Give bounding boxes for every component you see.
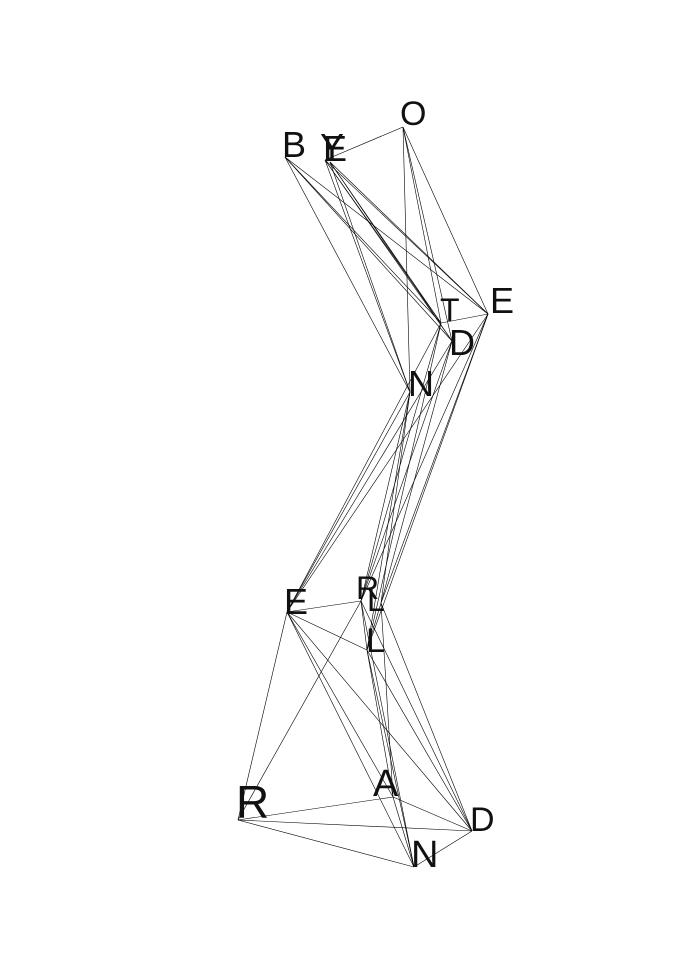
graph-edge [360,340,453,602]
graph-edge [329,161,489,315]
node-label: B [282,124,306,165]
graph-edge [286,313,489,613]
graph-edge [392,796,473,832]
graph-edge [366,602,382,651]
graph-edge [380,602,473,832]
graph-edge [286,600,362,613]
graph-edge [380,313,489,604]
graph-edge [360,600,415,868]
graph-edge [440,313,489,324]
graph-edge [392,796,415,868]
graph-edge [366,649,415,868]
graph-edge [284,156,489,315]
node-label: E [323,128,347,169]
graph-edge [402,126,489,315]
graph-edge [324,126,404,161]
graph-edge [402,126,442,324]
node-label: R [236,776,269,828]
graph-edge [237,819,473,832]
node-label: D [449,322,475,363]
graph-edge [324,159,489,315]
graph-edge [360,322,442,602]
graph-edge [380,602,394,798]
node-label: N [408,363,434,404]
node-label: L [367,582,385,618]
graph-edge [286,611,368,651]
graph-edge [402,126,453,342]
graph-edge [284,156,411,393]
graph-edge [329,161,411,393]
graph-edge [284,156,442,324]
graph-edge [284,156,453,342]
graph-edge [237,796,394,821]
node-label: R [356,570,379,606]
node-label: Y [320,126,344,167]
graph-edge [380,391,411,604]
graph-edge [237,819,415,868]
graph-edge [413,830,473,868]
graph-edge [360,313,489,602]
graph-edge [237,611,288,821]
node-label: T [440,292,460,328]
node-label: D [470,801,495,839]
node-label: A [373,763,399,805]
node-label: N [411,834,438,876]
graph-edge [366,649,473,832]
graph-edge [286,322,442,613]
graph-edge [402,126,411,393]
graph-edge [366,391,411,651]
graph-edge [286,611,415,868]
graph-edge [237,600,362,821]
graph-edge [360,391,411,602]
graph-edges [237,126,489,868]
graph-edge [366,649,394,798]
node-label: L [366,622,385,660]
node-label: O [400,95,426,133]
graph-edge [324,159,453,342]
graph-edge [286,391,411,613]
graph-edge [324,159,411,393]
graph-edge [360,600,368,651]
graph-edge [286,340,453,613]
graph-edge [366,313,489,651]
graph-edge [286,611,394,798]
graph-edge [360,600,473,832]
graph-edge [366,322,442,651]
graph-edge [380,340,453,604]
node-label: E [490,280,514,321]
graph-edge [329,161,453,342]
node-label: E [284,581,308,622]
